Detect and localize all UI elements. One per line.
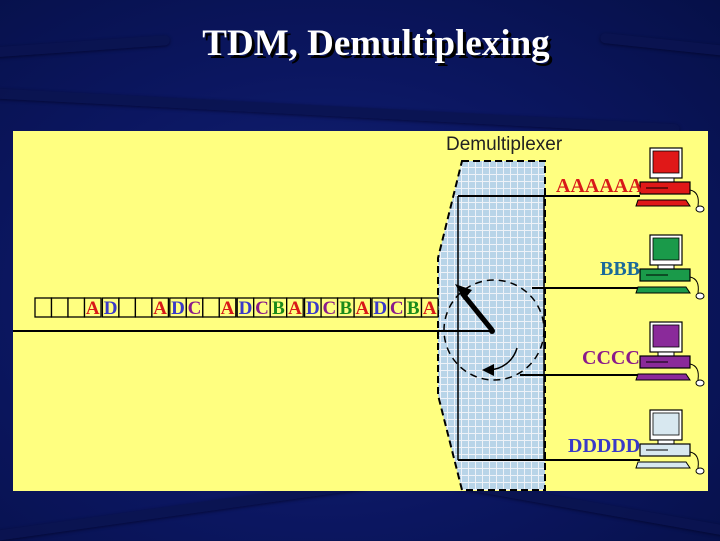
slot-letter-a: A <box>221 298 235 319</box>
frame-slot <box>50 297 69 318</box>
frame-slot <box>420 297 439 318</box>
output-label-a: AAAAAA <box>556 175 643 197</box>
frame-slot <box>353 297 372 318</box>
slot-letter-b: B <box>272 298 285 319</box>
slot-letter-d: D <box>104 298 118 319</box>
computer-icon <box>635 321 705 387</box>
switch-pointer-head <box>455 284 472 300</box>
frame-slot <box>151 297 170 318</box>
slot-letter-a: A <box>86 298 100 319</box>
slot-letter-d: D <box>239 298 253 319</box>
slot-letter-b: B <box>340 298 353 319</box>
computers <box>635 147 705 475</box>
slot-letter-a: A <box>153 298 167 319</box>
rotation-arrow <box>482 347 518 377</box>
frame-slot <box>118 297 137 318</box>
computer-icon <box>635 409 705 475</box>
frame-slot <box>286 297 304 318</box>
frame-slot <box>67 297 86 318</box>
frame-slot <box>134 297 153 318</box>
computer-icon <box>635 234 705 300</box>
output-label-b: BBB <box>600 258 641 280</box>
slot-letter-c: C <box>188 298 202 319</box>
slot-letter-d: D <box>306 298 320 319</box>
frame-slot <box>202 297 220 318</box>
slot-letter-b: B <box>407 298 420 319</box>
switch-pivot <box>489 328 495 334</box>
slot-letter-d: D <box>171 298 185 319</box>
slot-letter-c: C <box>322 298 336 319</box>
frame-slot <box>83 297 102 318</box>
slide-title: TDM, Demultiplexing <box>202 23 550 64</box>
slot-letter-c: C <box>390 298 404 319</box>
slot-letter-a: A <box>288 298 302 319</box>
computer-icon <box>635 147 705 213</box>
switch-pointer <box>460 291 494 332</box>
frame-slot <box>34 297 53 318</box>
output-label-d: DDDDD <box>568 435 641 457</box>
slot-letter-a: A <box>423 298 437 319</box>
demultiplexer-label: Demultiplexer <box>446 134 563 155</box>
output-label-c: CCCC <box>582 347 640 369</box>
slot-letter-d: D <box>373 298 387 319</box>
slot-letter-c: C <box>255 298 269 319</box>
slot-letter-a: A <box>355 298 369 319</box>
frame-slot <box>218 297 237 318</box>
